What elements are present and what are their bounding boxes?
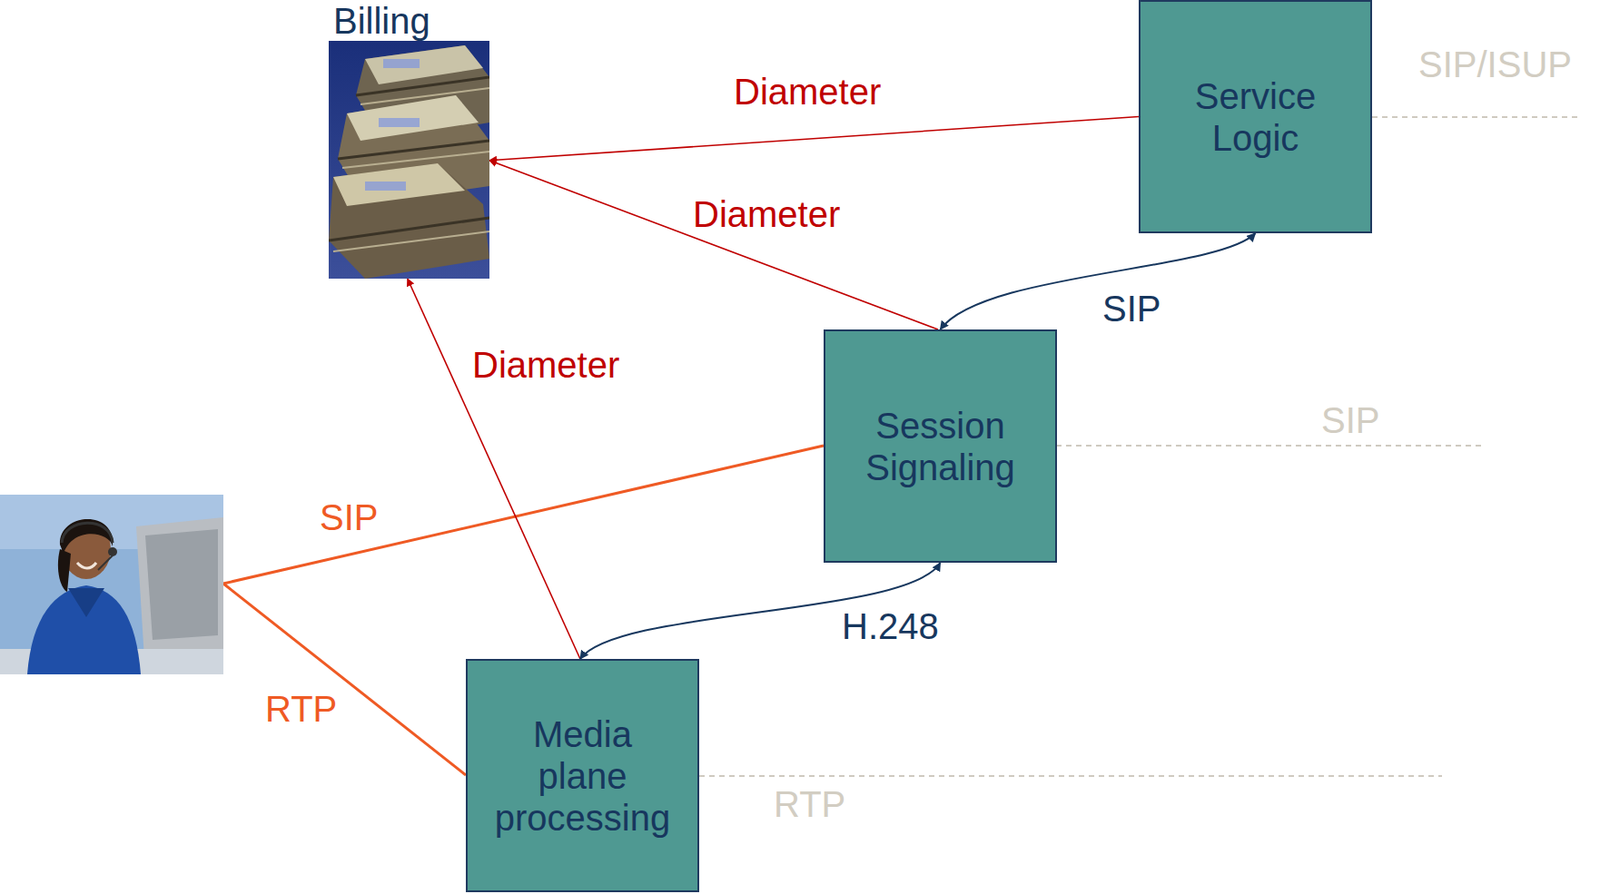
- protocol-label: SIP/ISUP: [1416, 44, 1574, 85]
- connector: [489, 117, 1139, 161]
- process-box: Service Logic: [1138, 0, 1373, 234]
- connector: [580, 562, 941, 660]
- sip-line: [223, 445, 824, 584]
- edge-label: SIP: [1100, 288, 1163, 329]
- connector: [489, 160, 939, 330]
- protocol-label: SIP: [317, 497, 380, 538]
- dashed-line: [1372, 116, 1581, 119]
- protocol-label: RTP: [771, 784, 848, 825]
- dashed-line: [699, 775, 1442, 778]
- money-picture: [328, 40, 490, 279]
- process-box: Media plane processing: [465, 659, 700, 893]
- box-label: Service Logic: [1165, 75, 1347, 159]
- process-box: Session Signaling: [823, 329, 1057, 563]
- protocol-label: SIP: [1319, 400, 1382, 441]
- user-picture: [0, 494, 224, 675]
- billing-node: Billing: [328, 1, 490, 279]
- connector: [407, 278, 581, 660]
- edge-label: Diameter: [731, 71, 883, 112]
- edge-label: Diameter: [691, 194, 842, 235]
- dashed-line: [1056, 444, 1482, 447]
- edge-label: H.248: [839, 606, 941, 647]
- box-label: Media plane processing: [492, 713, 674, 840]
- billing-title: Billing: [328, 1, 490, 40]
- edge-label: Diameter: [470, 345, 622, 386]
- connector: [940, 233, 1256, 330]
- protocol-label: RTP: [263, 689, 339, 730]
- box-label: Session Signaling: [849, 404, 1032, 489]
- rtp-line: [223, 583, 466, 776]
